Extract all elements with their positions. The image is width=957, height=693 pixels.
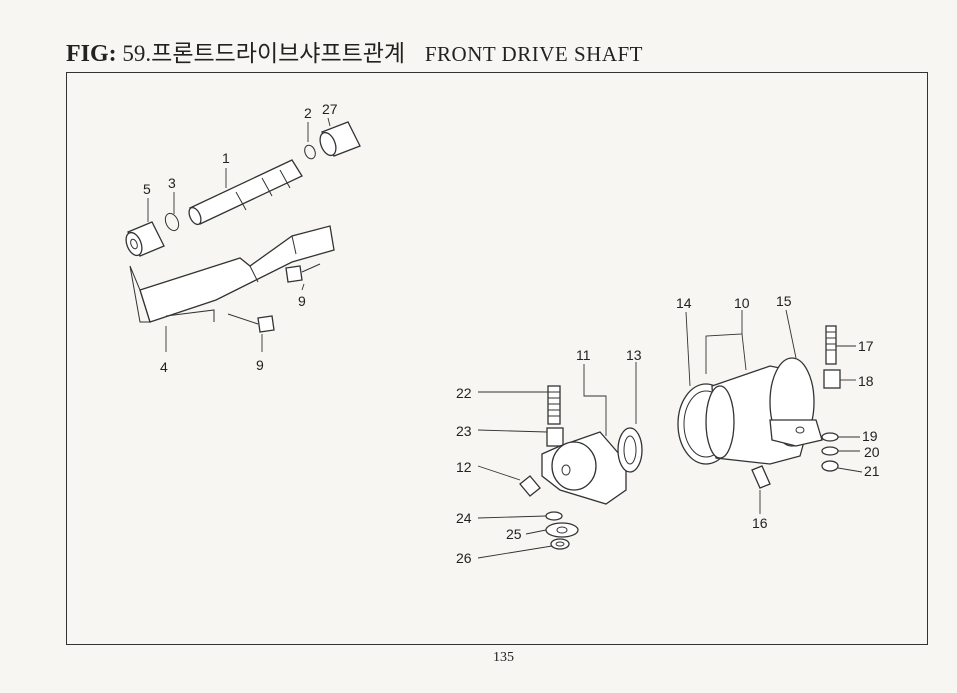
- label-part-2: 2: [304, 105, 312, 121]
- label-part-11: 11: [576, 347, 591, 363]
- label-part-14: 14: [676, 295, 692, 311]
- part-25-gasket: [545, 522, 579, 538]
- part-13-seal: [617, 427, 643, 473]
- part-15-flange: [769, 357, 823, 447]
- label-part-9-upper: 9: [298, 293, 306, 309]
- part-11-housing: [541, 431, 627, 505]
- label-part-10: 10: [734, 295, 750, 311]
- part-20-washer: [821, 446, 839, 456]
- part-26-washer: [550, 538, 570, 550]
- page-title: FIG: 59.프론트드라이브샤프트관계 FRONT DRIVE SHAFT: [66, 34, 643, 68]
- part-27-bushing: [319, 121, 361, 157]
- label-part-23: 23: [456, 423, 472, 439]
- label-part-25: 25: [506, 526, 522, 542]
- leader-lines: [147, 117, 863, 559]
- label-part-26: 26: [456, 550, 472, 566]
- part-19-washer: [821, 432, 839, 442]
- part-4-shaft-cover: [129, 225, 335, 323]
- page-number: 135: [493, 650, 514, 665]
- label-part-27: 27: [322, 101, 338, 117]
- part-2-snap-ring: [304, 144, 316, 160]
- part-18-collar: [823, 369, 841, 389]
- fig-number-korean: 59.프론트드라이브샤프트관계: [122, 41, 406, 66]
- label-part-13: 13: [626, 347, 642, 363]
- label-part-20: 20: [864, 444, 880, 460]
- label-part-17: 17: [858, 338, 874, 354]
- part-12-grease-nipple: [519, 475, 541, 497]
- part-3-ring: [164, 212, 180, 232]
- label-part-18: 18: [858, 373, 874, 389]
- title-english: FRONT DRIVE SHAFT: [424, 42, 643, 66]
- label-part-1: 1: [222, 150, 230, 166]
- label-part-4: 4: [160, 359, 168, 375]
- label-part-21: 21: [864, 463, 880, 479]
- diagram-frame: [66, 72, 928, 645]
- part-17-stud: [825, 325, 837, 365]
- label-part-24: 24: [456, 510, 472, 526]
- part-23-collar: [546, 427, 564, 447]
- part-24-washer: [545, 511, 563, 521]
- fig-label: FIG:: [66, 41, 117, 67]
- part-1-drive-shaft: [188, 159, 303, 226]
- part-16-elbow-fitting: [751, 465, 771, 489]
- label-part-16: 16: [752, 515, 768, 531]
- label-part-5: 5: [143, 181, 151, 197]
- part-21-nut: [821, 460, 839, 472]
- part-9-bolt-lower: [227, 313, 275, 333]
- label-part-19: 19: [862, 428, 878, 444]
- label-part-3: 3: [168, 175, 176, 191]
- label-part-22: 22: [456, 385, 472, 401]
- part-9-bolt-upper: [285, 263, 321, 283]
- label-part-15: 15: [776, 293, 792, 309]
- part-22-stud: [547, 385, 561, 425]
- label-part-9-lower: 9: [256, 357, 264, 373]
- label-part-12: 12: [456, 459, 472, 475]
- part-5-bushing: [125, 221, 165, 257]
